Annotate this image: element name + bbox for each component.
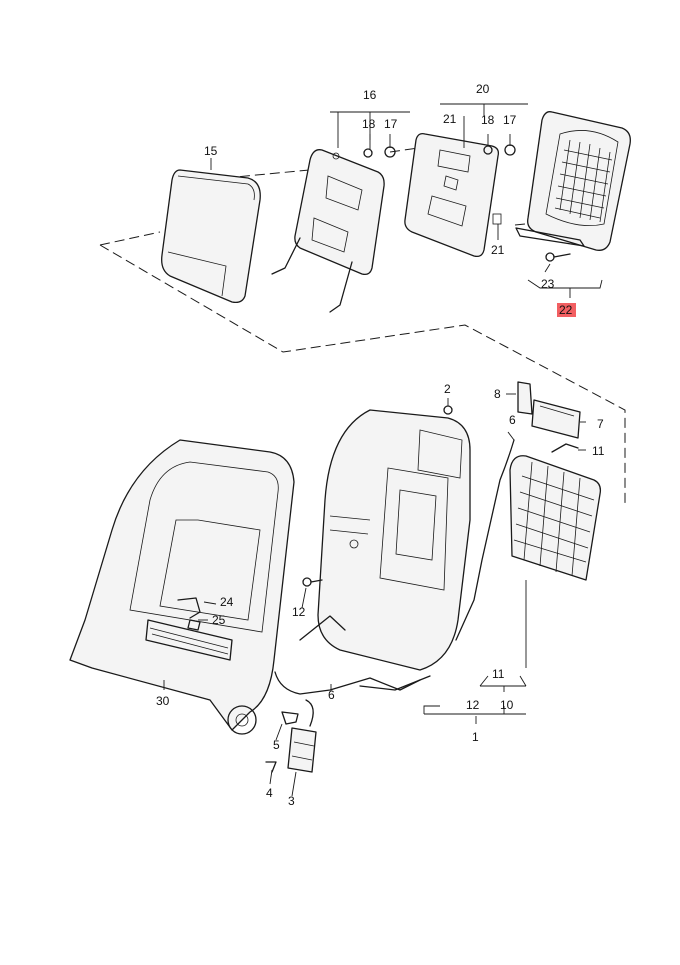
part-8-clip bbox=[517, 381, 533, 415]
callout-25: 25 bbox=[212, 613, 226, 627]
callout-17-upper-left: 17 bbox=[384, 117, 398, 131]
part-12-bolt bbox=[302, 577, 323, 587]
callout-22: 22 bbox=[559, 303, 573, 317]
callout-3: 3 bbox=[288, 794, 295, 808]
callout-11-upper: 11 bbox=[592, 444, 605, 458]
callout-8: 8 bbox=[494, 387, 501, 401]
callout-4: 4 bbox=[266, 786, 273, 800]
callout-18-upper-right: 18 bbox=[481, 113, 495, 127]
callout-16: 16 bbox=[363, 88, 377, 102]
callout-21-upper: 21 bbox=[443, 112, 457, 126]
callout-24: 24 bbox=[220, 595, 234, 609]
upper-assembly-outline bbox=[99, 144, 626, 503]
part-10-lumbar-mesh bbox=[509, 443, 602, 581]
leader-lines bbox=[163, 103, 603, 797]
callout-18-upper-left: 18 bbox=[362, 117, 376, 131]
mesh-pattern bbox=[554, 139, 613, 223]
part-7-control-module bbox=[531, 399, 581, 439]
part-4-screw bbox=[265, 761, 277, 773]
callout-7: 7 bbox=[597, 417, 604, 431]
callout-10: 10 bbox=[500, 698, 514, 712]
callout-6-lower: 6 bbox=[328, 688, 335, 702]
part-22-mesh-panel bbox=[515, 111, 631, 262]
part-20-center-panel bbox=[404, 132, 502, 258]
callout-20: 20 bbox=[476, 82, 490, 96]
callout-23: 23 bbox=[541, 277, 555, 291]
callout-labels: 15 16 18 17 20 21 18 17 21 23 22 2 8 6 7… bbox=[156, 82, 605, 808]
callout-12-right: 12 bbox=[466, 698, 480, 712]
callout-12-left: 12 bbox=[292, 605, 306, 619]
callout-21-lower: 21 bbox=[491, 243, 505, 257]
callout-22-highlight bbox=[557, 303, 576, 317]
part-1-backrest-shell bbox=[317, 409, 471, 671]
callout-15: 15 bbox=[204, 144, 218, 158]
part-6-cables bbox=[274, 439, 515, 695]
callout-1: 1 bbox=[472, 730, 479, 744]
part-5-bracket bbox=[281, 711, 299, 725]
part-30-seat-frame bbox=[69, 439, 295, 735]
callout-30: 30 bbox=[156, 694, 170, 708]
callout-2: 2 bbox=[444, 382, 451, 396]
part-3-motor bbox=[287, 699, 317, 773]
part-2-screw bbox=[443, 405, 453, 415]
part-15-backrest-panel bbox=[161, 169, 261, 304]
callout-17-upper-right: 17 bbox=[503, 113, 517, 127]
callout-5: 5 bbox=[273, 738, 280, 752]
callout-6-upper: 6 bbox=[509, 413, 516, 427]
fasteners-17-18-upper bbox=[363, 144, 516, 158]
part-16-back-panel bbox=[271, 149, 385, 313]
callout-11-lower: 11 bbox=[492, 667, 505, 681]
